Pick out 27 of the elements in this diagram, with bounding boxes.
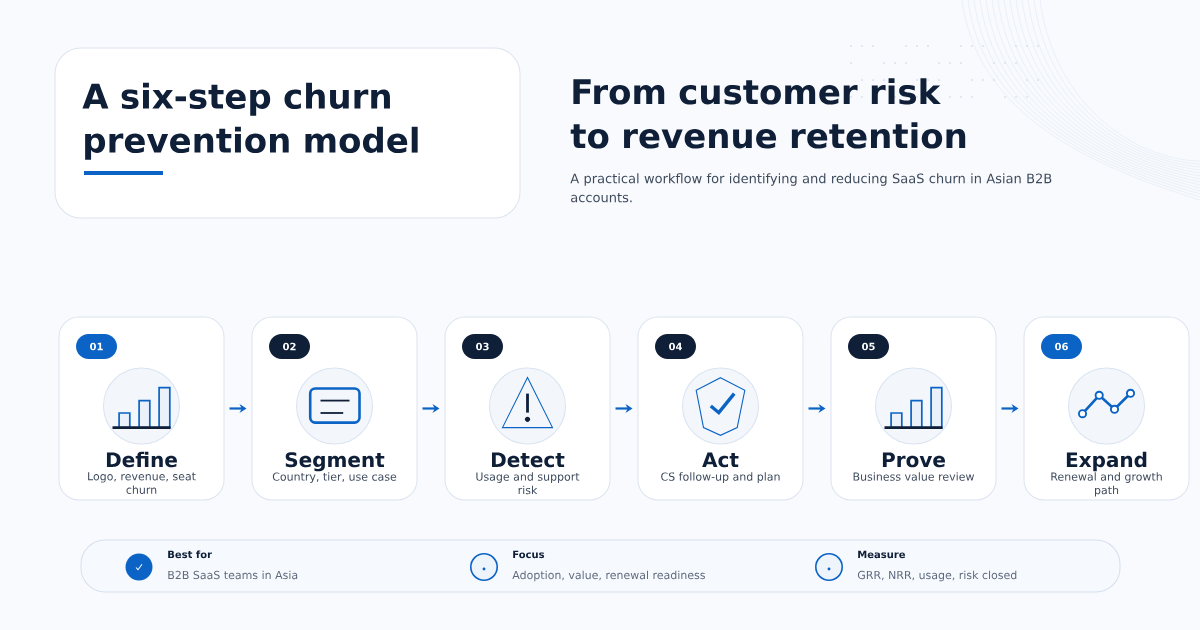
step-description: CS follow-up and plan: [661, 472, 780, 483]
title: A six-step churn prevention model: [82, 82, 418, 160]
step-description: Business value review: [853, 472, 974, 481]
info-heading: Focus: [513, 550, 545, 559]
step-title: Define: [106, 451, 177, 468]
step-title: Prove: [882, 452, 945, 468]
number-badge: 02: [269, 334, 310, 359]
step-description: Renewal and growth path: [1051, 472, 1162, 497]
number-badge: 05: [848, 334, 889, 359]
info-heading: Best for: [168, 550, 212, 559]
step-title: Act: [702, 452, 739, 468]
number-badge: 06: [1041, 334, 1082, 359]
number-badge: 03: [462, 334, 503, 359]
step-title: Segment: [285, 452, 385, 472]
step-title: Detect: [492, 452, 565, 468]
info-text: GRR, NRR, usage, risk closed: [857, 570, 1017, 582]
info-text: B2B SaaS teams in Asia: [168, 570, 298, 580]
number-badge: 01: [76, 334, 117, 359]
subtitle: A practical workflow for identifying and reducing SaaS churn in Asian B2B accounts.: [570, 173, 1052, 203]
number-badge: 04: [655, 334, 696, 359]
step-description: Country, tier, use case: [272, 472, 397, 483]
step-description: Logo, revenue, seat churn: [88, 472, 196, 494]
step-title: Expand: [1066, 451, 1147, 472]
info-heading: Measure: [858, 550, 906, 559]
heading: From customer risk to revenue retention: [570, 78, 966, 149]
step-description: Usage and support risk: [476, 472, 580, 495]
info-text: Adoption, value, renewal readiness: [512, 570, 705, 582]
